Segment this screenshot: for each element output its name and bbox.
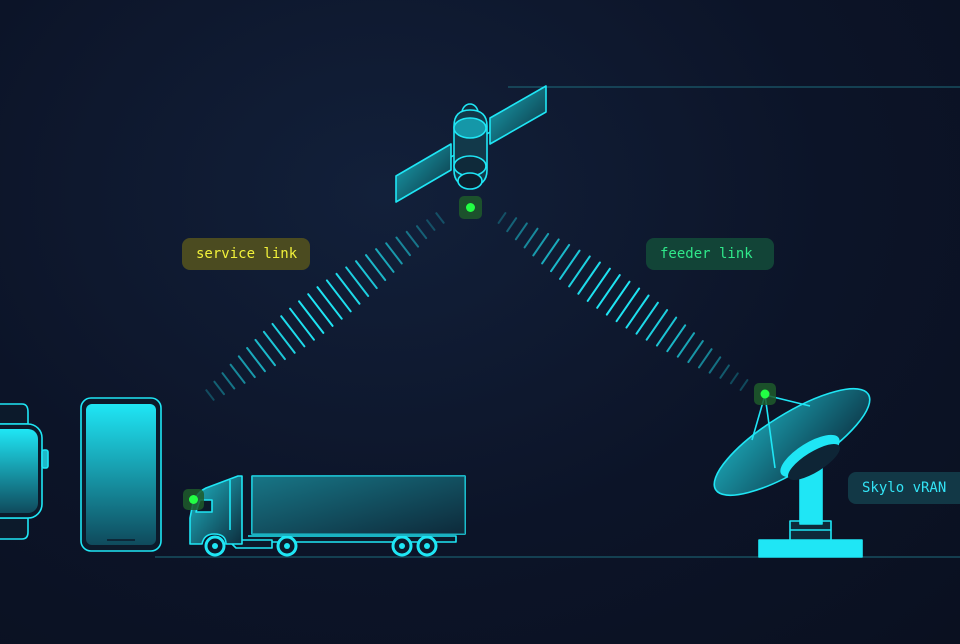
signal-dash (237, 355, 256, 379)
signal-dash (719, 364, 730, 379)
signal-dash (596, 274, 621, 309)
signal-dash (666, 324, 687, 353)
skylo-vran-label: Skylo vRAN (848, 472, 960, 504)
signal-dash (246, 347, 266, 373)
truck-icon (189, 475, 466, 557)
signal-dash (625, 294, 650, 329)
signal-dash (289, 307, 315, 341)
signal-dash (708, 356, 722, 374)
signal-dash (395, 236, 411, 257)
signal-dash (697, 348, 713, 369)
signal-dash (541, 238, 560, 265)
feeder-link-label: feeder link (646, 238, 774, 270)
signal-dash (435, 212, 445, 224)
signal-dash (271, 322, 296, 354)
signal-dash (355, 260, 378, 290)
signal-dash (229, 363, 246, 384)
signal-dash (532, 232, 550, 257)
signal-dash (280, 315, 306, 348)
signal-dash (605, 280, 631, 316)
smartphone-icon (80, 397, 162, 552)
signal-dash (316, 286, 343, 320)
signal-dash (365, 254, 387, 282)
signal-dash (615, 287, 641, 323)
signal-dash (586, 267, 611, 302)
signal-dash (550, 243, 571, 273)
signal-dash (739, 379, 749, 391)
signal-dash (729, 372, 739, 385)
signal-dash (213, 380, 225, 396)
signal-dash (426, 219, 436, 231)
signal-dash (523, 227, 539, 249)
signal-dash (635, 301, 659, 335)
signal-dash (385, 242, 403, 265)
satellite-node (459, 196, 482, 219)
signal-dash (559, 249, 581, 280)
signal-dash (687, 340, 704, 364)
signal-dash (655, 316, 678, 347)
signal-dash (298, 300, 325, 334)
satellite-dish-icon (713, 387, 871, 558)
signal-dash (577, 261, 601, 295)
service-link-label: service link (182, 238, 310, 270)
signal-dash (497, 212, 507, 224)
signal-dash (375, 248, 395, 273)
dish-node (754, 383, 776, 405)
signal-dash (262, 330, 286, 361)
signal-dash (568, 255, 591, 288)
signal-dash (205, 389, 215, 401)
signal-dash (405, 230, 420, 248)
signal-dash (221, 372, 236, 390)
signal-dash (506, 217, 518, 233)
signal-dash (335, 272, 361, 305)
signal-dash (645, 309, 669, 341)
service-link-beam (205, 212, 445, 401)
signal-dash (676, 332, 696, 358)
signal-dash (345, 266, 370, 297)
signal-dash (325, 279, 352, 313)
feeder-link-beam (497, 212, 749, 391)
signal-dash (514, 222, 528, 241)
smartwatch-icon (0, 403, 49, 540)
signal-dash (307, 293, 334, 327)
truck-node (183, 489, 204, 510)
signal-dash (416, 225, 428, 240)
satellite-icon (395, 85, 547, 203)
signal-dash (254, 338, 276, 367)
